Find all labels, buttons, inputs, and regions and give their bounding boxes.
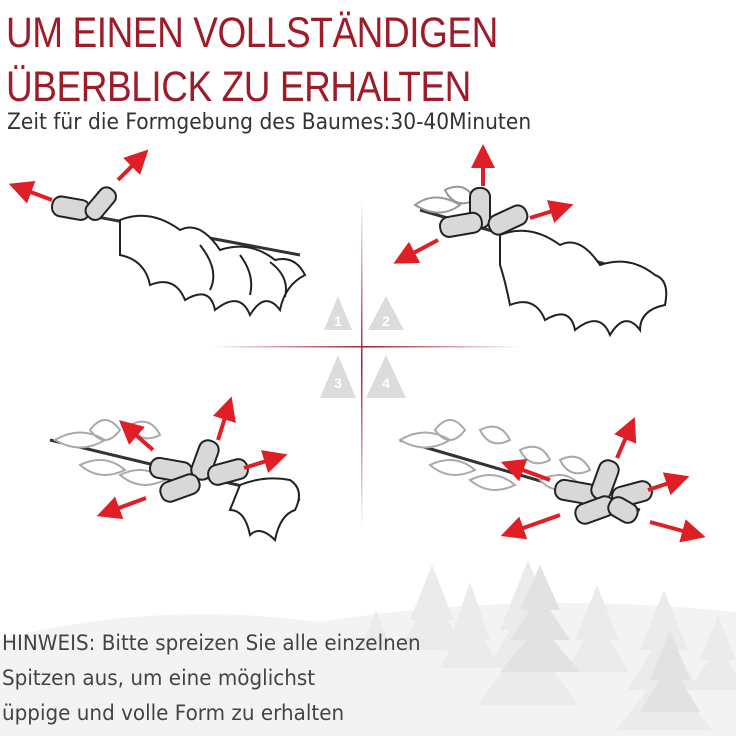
step-number-1: 1	[334, 313, 342, 329]
quadrant-divider	[210, 198, 520, 528]
step-tree-icons: 1 2 3 4	[320, 296, 406, 398]
title-line-1: UM EINEN VOLLSTÄNDIGEN	[6, 9, 498, 57]
title-line-2: ÜBERBLICK ZU ERHALTEN	[6, 63, 471, 111]
page-title: UM EINEN VOLLSTÄNDIGEN ÜBERBLICK ZU ERHA…	[6, 6, 498, 114]
arrows-step-1	[8, 149, 149, 204]
step-number-4: 4	[382, 375, 390, 391]
snowy-forest-background	[0, 560, 736, 736]
arrows-step-4	[500, 416, 706, 543]
step-number-2: 2	[382, 313, 390, 329]
branch-step-1	[50, 186, 307, 318]
tree-icon-2: 2	[368, 296, 404, 330]
tree-icon-4: 4	[366, 355, 406, 398]
arrows-step-3	[96, 396, 288, 520]
hint-note: HINWEIS: Bitte spreizen Sie alle einzeln…	[2, 626, 421, 731]
tree-icon-1: 1	[324, 296, 352, 330]
tree-icon-3: 3	[320, 355, 356, 398]
step-number-3: 3	[334, 375, 342, 391]
hint-line-1: HINWEIS: Bitte spreizen Sie alle einzeln…	[2, 631, 421, 655]
shaping-time-text: Zeit für die Formgebung des Baumes:30-40…	[7, 110, 532, 135]
branch-step-2	[413, 185, 668, 338]
hint-line-3: üppige und volle Form zu erhalten	[2, 701, 345, 725]
branch-step-4	[398, 419, 653, 525]
branch-step-3	[49, 419, 301, 543]
hint-line-2: Spitzen aus, um eine möglichst	[2, 666, 316, 690]
arrows-step-2	[393, 144, 574, 264]
